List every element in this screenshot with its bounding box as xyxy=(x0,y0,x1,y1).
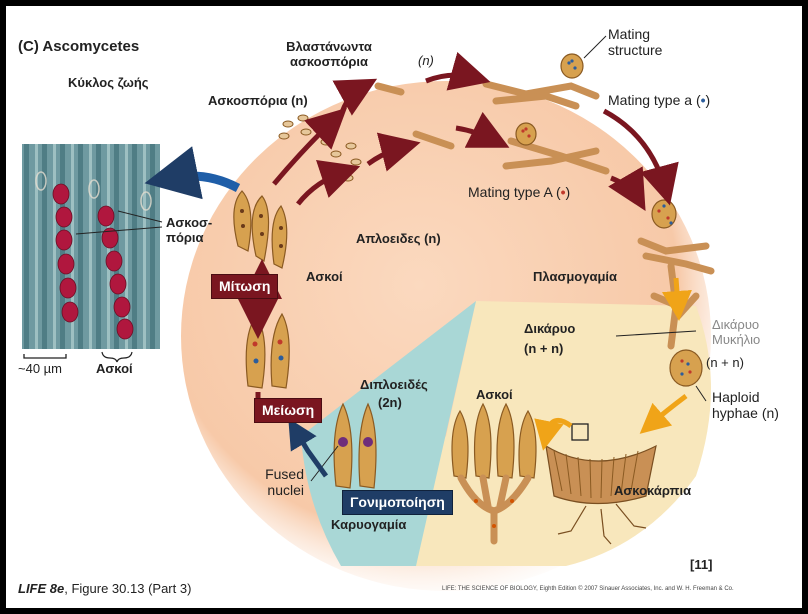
ascospores-photo-label: Ασκοσ- πόρια xyxy=(166,216,236,246)
fertilization-box: Γονιμοποίηση xyxy=(342,490,453,515)
haploid-label: Απλοειδες (n) xyxy=(356,232,441,247)
ascocarp-label: Ασκοκάρπια xyxy=(614,484,691,499)
ascospores-n-label: Ασκοσπόρια (n) xyxy=(208,94,308,109)
mating-type-A-label: Mating type A (•) xyxy=(468,184,570,200)
asci-center-label: Ασκοί xyxy=(476,388,513,403)
asci-left-label: Ασκοί xyxy=(306,270,343,285)
mating-structure-label: Mating structure xyxy=(608,26,698,58)
dikaryon-label: Δικάρυο xyxy=(524,322,575,337)
asci-photo-label: Ασκοί xyxy=(96,362,133,377)
scale-bar xyxy=(24,354,66,358)
mitosis-box: Μίτωση xyxy=(211,274,278,299)
n-top-label: (n) xyxy=(418,54,434,69)
diploid-label: Διπλοειδές xyxy=(360,378,428,393)
asci-photo xyxy=(22,144,160,349)
meiosis-box: Μείωση xyxy=(254,398,322,423)
karyogamy-label: Καρυογαμία xyxy=(331,518,406,533)
diploid-2n-label: (2n) xyxy=(378,396,402,411)
plasmogamy-label: Πλασμογαμία xyxy=(533,270,617,285)
dikaryotic-mycelium-label: Δικάρυο Μυκήλιο xyxy=(712,318,792,348)
haploid-hyphae-label: Haploid hyphae (n) xyxy=(712,389,798,421)
reference-number: [11] xyxy=(690,558,712,573)
dikaryon-nn-label: (n + n) xyxy=(524,342,563,357)
fused-nuclei-label: Fused nuclei xyxy=(244,466,304,498)
germinating-spores-label: Βλαστάνωντα ασκοσπόρια xyxy=(274,40,384,70)
arrow-to-photo xyxy=(171,176,238,188)
mycelium-nn-label: (n + n) xyxy=(706,356,744,371)
scale-label: ~40 µm xyxy=(18,362,62,377)
mating-type-a-label: Mating type a (•) xyxy=(608,92,710,108)
panel-title: (C) Ascomycetes xyxy=(18,38,139,55)
life-cycle-label: Κύκλος ζωής xyxy=(68,76,149,91)
figure-panel: (C) Ascomycetes Κύκλος ζωής Βλαστάνωντα … xyxy=(6,6,802,608)
figure-caption: LIFE 8e, Figure 30.13 (Part 3) xyxy=(18,582,191,597)
credit-line: LIFE: THE SCIENCE OF BIOLOGY, Eighth Edi… xyxy=(442,586,734,593)
